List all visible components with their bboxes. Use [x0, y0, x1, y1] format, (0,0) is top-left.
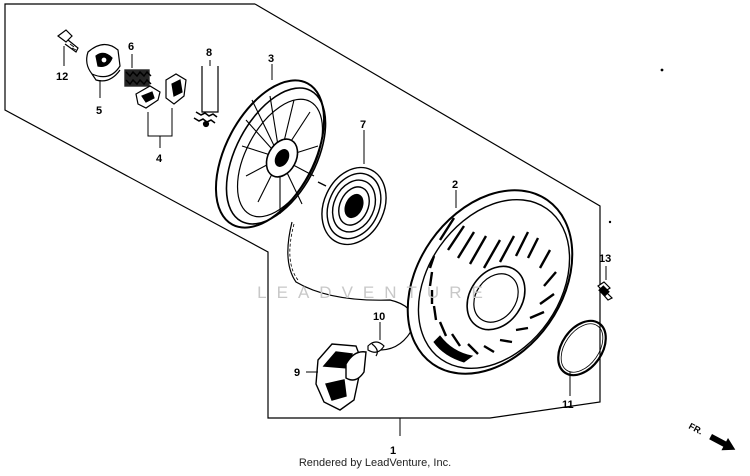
setting-screw-part — [57, 29, 79, 53]
callout-1: 1 — [390, 445, 396, 457]
callout-11: 11 — [562, 399, 574, 411]
callout-8: 8 — [206, 47, 212, 59]
front-direction-arrow: FR. — [687, 421, 736, 451]
starter-reel-part — [214, 79, 327, 229]
footer-credit: Rendered by LeadVenture, Inc. — [298, 457, 452, 469]
watermark: LEADVENTURE — [257, 283, 493, 302]
friction-spring-part — [124, 69, 152, 87]
front-direction-label: FR. — [687, 421, 704, 437]
flange-bolt-part — [597, 281, 614, 301]
recoil-spring-part — [317, 166, 387, 246]
callout-13: 13 — [599, 253, 611, 265]
ratchet-set-part — [135, 73, 187, 109]
speck — [660, 68, 664, 72]
o-ring-part — [557, 319, 607, 377]
callout-10: 10 — [373, 311, 385, 323]
callout-5: 5 — [96, 105, 102, 117]
callout-9: 9 — [294, 367, 300, 379]
rope-path — [287, 221, 415, 351]
callout-7: 7 — [360, 119, 366, 131]
callout-4: 4 — [156, 153, 163, 165]
starter-rope-part — [367, 341, 385, 357]
callout-3: 3 — [268, 53, 274, 65]
callout-2: 2 — [452, 179, 458, 191]
callout-12: 12 — [56, 71, 68, 83]
speck — [608, 220, 612, 224]
ratchet-guide-part — [86, 43, 121, 82]
callout-6: 6 — [128, 41, 134, 53]
assembly-boundary — [4, 3, 601, 419]
starter-grip-part — [315, 343, 367, 411]
ratchet-spring-part — [193, 66, 219, 128]
starter-case-part — [406, 189, 574, 375]
